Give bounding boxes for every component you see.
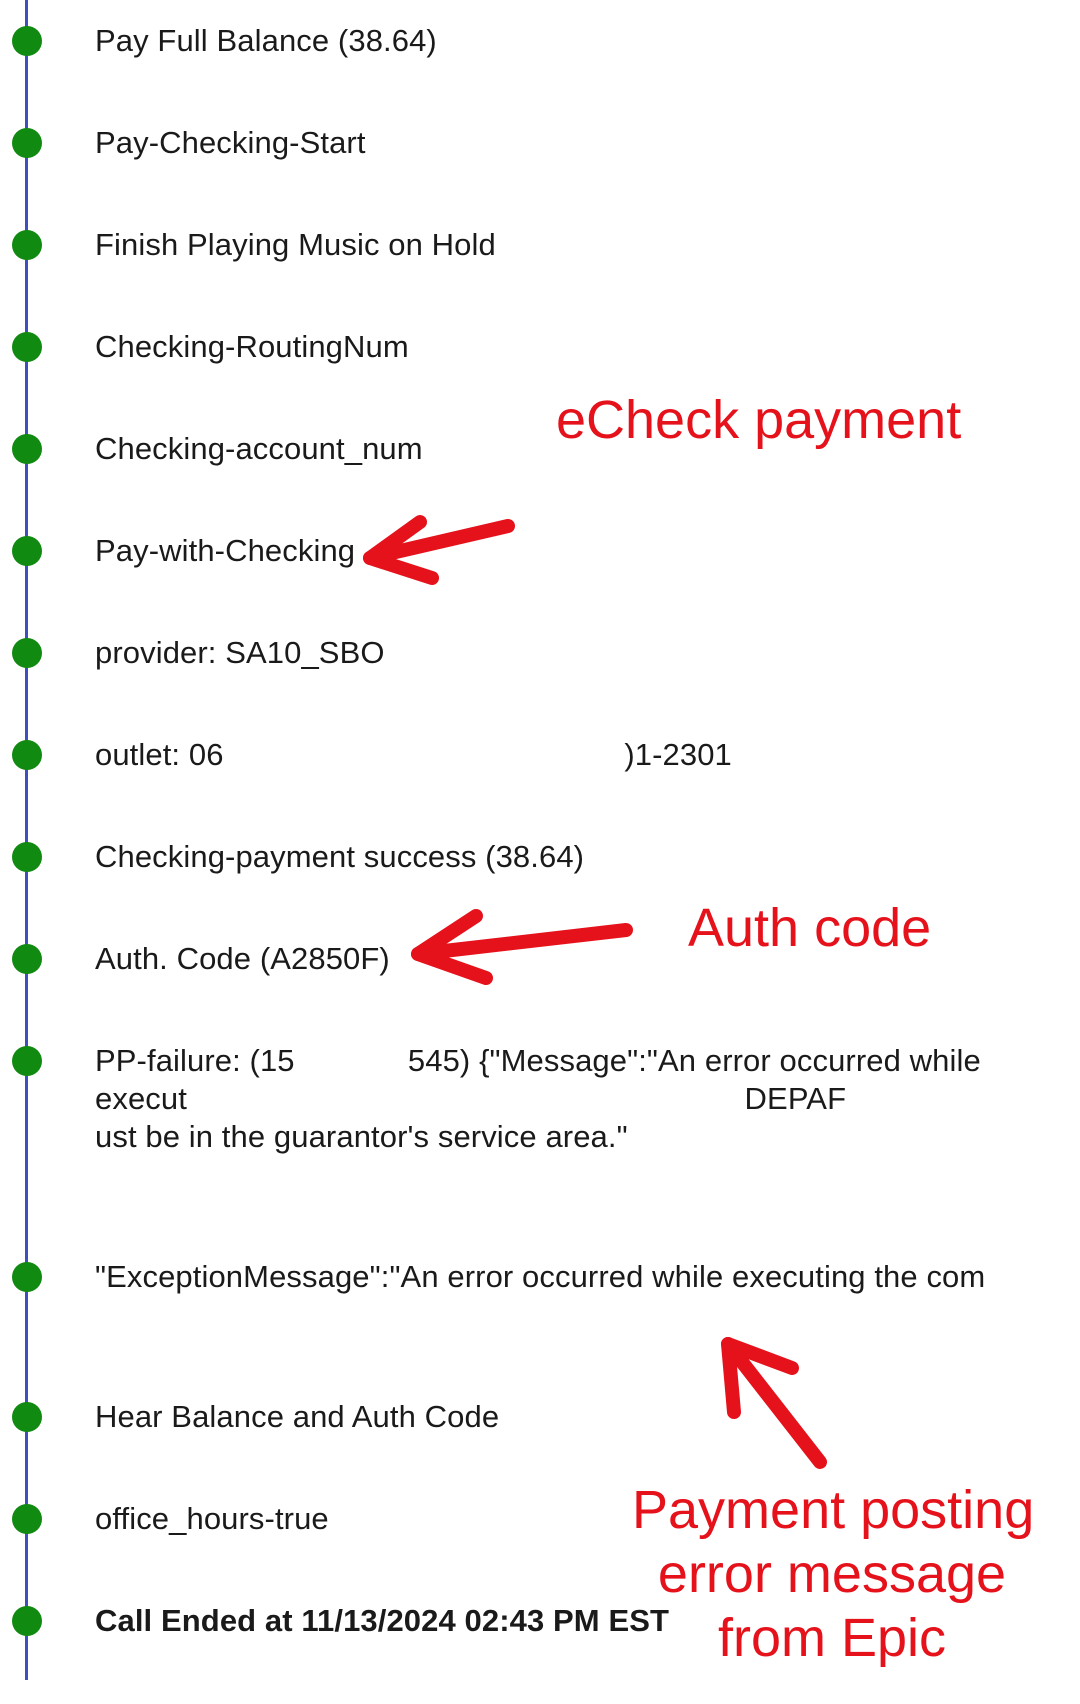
annotation-error-line3: from Epic <box>717 1608 947 1668</box>
timeline-dot <box>12 638 42 668</box>
annotation-error-line1: Payment posting <box>632 1480 1035 1540</box>
timeline-dot <box>12 1504 42 1534</box>
timeline-dot <box>12 536 42 566</box>
arrow-echeck <box>363 515 515 585</box>
event-label-redacted: PP-failure: (15 545) {"Message":"An erro… <box>95 1043 981 1154</box>
event-label: Pay-with-Checking <box>95 533 356 568</box>
annotation-auth-code: Auth code <box>688 898 932 958</box>
timeline-dot <box>12 332 42 362</box>
annotation-error-line2: error message <box>657 1544 1007 1604</box>
event-label: Pay Full Balance (38.64) <box>95 23 437 58</box>
event-label: Hear Balance and Auth Code <box>95 1399 500 1434</box>
timeline-dot <box>12 944 42 974</box>
event-label: Checking-RoutingNum <box>95 329 409 364</box>
event-label: Checking-account_num <box>95 431 423 466</box>
timeline-dot <box>12 1262 42 1292</box>
event-label: office_hours-true <box>95 1501 329 1536</box>
timeline-line <box>25 0 28 1680</box>
event-label: Pay-Checking-Start <box>95 125 366 160</box>
event-label: Finish Playing Music on Hold <box>95 227 496 262</box>
timeline-dot <box>12 230 42 260</box>
timeline-dot <box>12 740 42 770</box>
annotation-echeck: eCheck payment <box>556 390 962 450</box>
event-label: Auth. Code (A2850F) <box>95 941 390 976</box>
arrow-error <box>721 1337 827 1469</box>
timeline-dot <box>12 1606 42 1636</box>
arrow-auth-code <box>411 909 633 985</box>
event-label: provider: SA10_SBO <box>95 635 385 670</box>
timeline-dot <box>12 128 42 158</box>
timeline-dot <box>12 1046 42 1076</box>
timeline-dot <box>12 434 42 464</box>
event-label-redacted: "ExceptionMessage":"An error occurred wh… <box>95 1259 986 1294</box>
timeline-dot <box>12 1402 42 1432</box>
event-label: Checking-payment success (38.64) <box>95 839 585 874</box>
timeline-dot <box>12 842 42 872</box>
timeline-dot <box>12 26 42 56</box>
call-ended-label: Call Ended at 11/13/2024 02:43 PM EST <box>95 1603 670 1638</box>
event-label-redacted: outlet: 06 )1-2301 <box>95 737 732 772</box>
